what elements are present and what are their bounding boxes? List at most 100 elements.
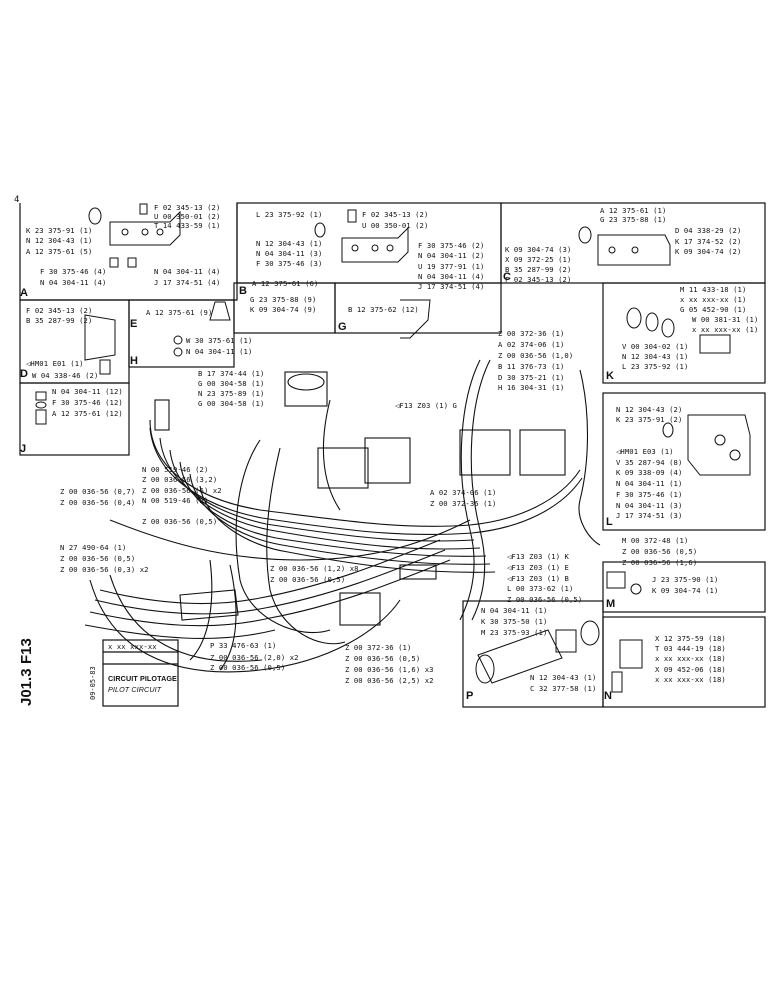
part-label: Z 00 372-36 (1) <box>345 643 412 652</box>
panel-a-label: J 17 374-51 (4) <box>154 278 221 287</box>
part-label: Z 00 036-56 (0,3) x2 <box>60 565 149 574</box>
part-label: Z 00 036-56 (2,5) x2 <box>345 676 434 685</box>
panel-c-label: F 02 345-13 (2) <box>505 275 572 284</box>
panel-j-label: F 30 375-46 (12) <box>52 398 123 407</box>
panel-d-label: ◁HM01 E01 (1) <box>26 359 84 368</box>
part-label: D 30 375-21 (1) <box>498 373 565 382</box>
panel-a-label: A 12 375-61 (5) <box>26 247 93 256</box>
panel-m-letter: M <box>606 598 616 610</box>
sheet-code-j: J01.3 <box>18 668 35 706</box>
panel-b-label: U 19 377-91 (1) <box>418 262 485 271</box>
panel-b-letter: B <box>239 285 247 297</box>
panel-c-letter: C <box>503 271 511 283</box>
panel-l-label: V 35 287-94 (8) <box>616 458 683 467</box>
panel-a-label: U 00 350-01 (2) <box>154 212 221 221</box>
ref-label: ◁F13 Z03 (1) G <box>395 401 457 410</box>
panel-k-label: M 11 433-18 (1) <box>680 285 747 294</box>
panel-b-label: F 02 345-13 (2) <box>362 210 429 219</box>
panel-j-label: N 04 304-11 (12) <box>52 387 123 396</box>
part-label: Z 00 036-56 (1,6) x3 <box>345 665 434 674</box>
panel-p-label: K 30 375-50 (1) <box>481 617 548 626</box>
panel-d-label: F 02 345-13 (2) <box>26 306 93 315</box>
panel-b-label: N 04 304-11 (3) <box>256 249 323 258</box>
part-label: G 00 304-58 (1) <box>198 379 265 388</box>
panel-l-label: N 12 304-43 (2) <box>616 405 683 414</box>
part-label: B 11 376-73 (1) <box>498 362 565 371</box>
panel-c-label: G 23 375-88 (1) <box>600 215 667 224</box>
panel-j-letter: J <box>20 443 27 455</box>
part-label: Z 00 036-56 (0,5) <box>345 654 421 663</box>
ref-label: ◁F13 Z03 (1) B <box>507 574 569 583</box>
panel-c-label: A 12 375-61 (1) <box>600 206 667 215</box>
panel-l-label: N 04 304-11 (1) <box>616 479 683 488</box>
panel-c-label: X 09 372-25 (1) <box>505 255 572 264</box>
panel-k-label: L 23 375-92 (1) <box>622 362 689 371</box>
part-label: Z 00 036-56 (0,4) <box>60 498 136 507</box>
panel-b-label: N 12 304-43 (1) <box>256 239 323 248</box>
panel-h-label: W 30 375-61 (1) <box>186 336 253 345</box>
sheet-code-f: F13 <box>18 638 35 664</box>
sheet-date: 09-05-83 <box>89 666 97 700</box>
panel-p-label: C 32 377-58 (1) <box>530 684 597 693</box>
part-label: P 33 476-63 (1) <box>210 641 277 650</box>
part-label: H 16 304-31 (1) <box>498 383 565 392</box>
panel-j-label: A 12 375-61 (12) <box>52 409 123 418</box>
part-label: N 00 519-46 (2) <box>142 496 209 505</box>
panel-b-label: A 12 375-61 (6) <box>252 279 319 288</box>
corner-mark: 4 <box>14 195 20 205</box>
panel-e-label: A 12 375-61 (9) <box>146 308 213 317</box>
part-label: Z 00 036-56 (2,0) x2 <box>210 653 299 662</box>
panel-n-letter: N <box>604 690 612 702</box>
part-label: M 00 372-48 (1) <box>622 536 689 545</box>
ref-label: ◁F13 Z03 (1) E <box>507 563 569 572</box>
panel-l-label: K 09 338-09 (4) <box>616 468 683 477</box>
panel-d-letter: D <box>20 368 28 380</box>
panel-k-label: x xx xxx-xx (1) <box>692 325 759 334</box>
panel-p-letter: P <box>466 690 474 702</box>
panel-n-label: X 09 452-06 (18) <box>655 665 726 674</box>
panel-l-label: K 23 375-91 (2) <box>616 415 683 424</box>
panel-a-letter: A <box>20 287 28 299</box>
panel-l-label: ◁HM01 E03 (1) <box>616 447 674 456</box>
panel-n-label: X 12 375-59 (18) <box>655 634 726 643</box>
part-label: N 23 375-89 (1) <box>198 389 265 398</box>
part-label: Z 00 036-56 (0,5) <box>507 595 583 604</box>
panel-c-label: K 17 374-52 (2) <box>675 237 742 246</box>
panel-a-label: N 04 304-11 (4) <box>154 267 221 276</box>
panel-e-letter: E <box>130 318 138 330</box>
part-label: Z 00 372-36 (1) <box>498 329 565 338</box>
panel-b-label: G 23 375-88 (9) <box>250 295 317 304</box>
panel-c-label: B 35 287-99 (2) <box>505 265 572 274</box>
panel-p-label: M 23 375-93 (1) <box>481 628 548 637</box>
panel-h-label: N 04 304-11 (1) <box>186 347 253 356</box>
part-label: Z 00 036-56 (3,2) <box>142 475 218 484</box>
panel-b-label: N 04 304-11 (2) <box>418 251 485 260</box>
panel-p-label: N 04 304-11 (1) <box>481 606 548 615</box>
panel-n-label: T 03 444-19 (18) <box>655 644 726 653</box>
panel-m-label: J 23 375-90 (1) <box>652 575 719 584</box>
panel-p-label: N 12 304-43 (1) <box>530 673 597 682</box>
part-label: Z 00 036-56 (0,7) <box>60 487 136 496</box>
panel-a-label: N 04 304-11 (4) <box>40 278 107 287</box>
panel-b-label: J 17 374-51 (4) <box>418 282 485 291</box>
panel-k-letter: K <box>606 370 614 382</box>
part-label: Z 00 036-56 (1,6) <box>622 558 698 567</box>
panel-l-label: F 30 375-46 (1) <box>616 490 683 499</box>
panel-a-label: N 12 304-43 (1) <box>26 236 93 245</box>
panel-c-label: D 04 338-29 (2) <box>675 226 742 235</box>
title-fr: CIRCUIT PILOTAGE <box>108 674 177 683</box>
part-label: Z 00 036-56 (0,5) <box>210 663 286 672</box>
panel-g-label: B 12 375-62 (12) <box>348 305 419 314</box>
panel-l-label: J 17 374-51 (3) <box>616 511 683 520</box>
part-label: Z 00 372-36 (1) <box>430 499 497 508</box>
part-label: Z 00 036-56 (0,5) <box>60 554 136 563</box>
part-label: A 02 374-06 (1) <box>498 340 565 349</box>
panel-h-letter: H <box>130 355 138 367</box>
panel-k-label: G 05 452-90 (1) <box>680 305 747 314</box>
part-label: Z 00 036-56 (0,5) <box>622 547 698 556</box>
panel-b-label: K 09 304-74 (9) <box>250 305 317 314</box>
panel-b-label: U 00 350-01 (2) <box>362 221 429 230</box>
panel-b-label: F 30 375-46 (3) <box>256 259 323 268</box>
panel-l-letter: L <box>606 516 613 528</box>
